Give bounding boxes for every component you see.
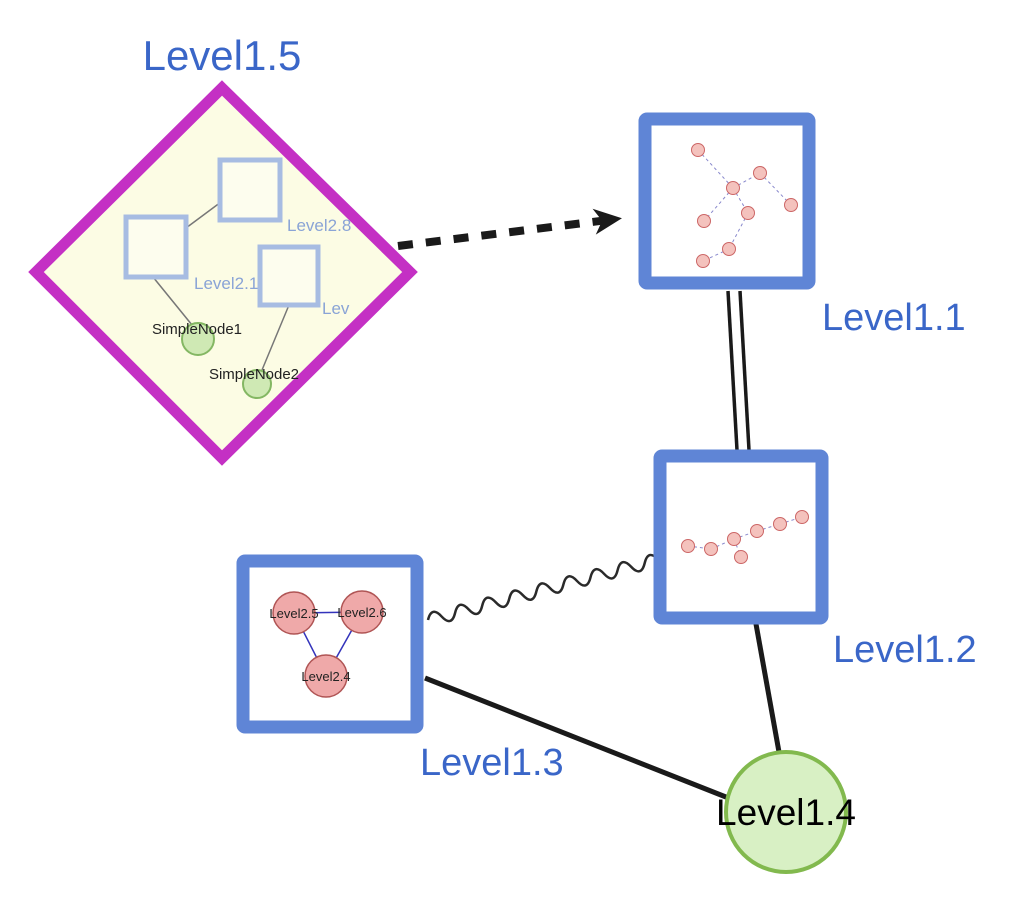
node-simplenode1[interactable] [181,322,215,356]
inner-edge-sq21-simplenode1 [152,276,193,326]
node-level1-4[interactable]: Level1.4 [716,750,856,874]
square-shape-level1-1[interactable] [638,112,816,290]
label-level2-4: Level2.4 [301,669,350,684]
label-level1-4: Level1.4 [716,792,856,833]
label-simplenode2: SimpleNode2 [209,366,299,383]
inner-square-level2-1[interactable] [123,214,189,280]
inner-square-level2-8[interactable] [217,157,283,223]
label-level1-3: Level1.3 [420,742,564,784]
edge-level13-level14[interactable] [424,675,732,802]
inner-edge-sqlev-simplenode2 [261,304,290,371]
node-level1-1[interactable] [638,112,816,290]
node-level2-4[interactable] [304,654,348,698]
double-line-right [738,290,751,451]
label-level2-5: Level2.5 [269,606,318,621]
inner-graph-nodes-level1-2[interactable] [681,510,809,564]
circle-shape-level1-4[interactable] [724,750,848,874]
inner-square-lev[interactable] [257,244,321,308]
square-shape-level1-3[interactable] [236,554,424,734]
inner-square-label-level2-8: Level2.8 [287,216,351,235]
node-level1-3[interactable]: Level2.5 Level2.6 Level2.4 [236,554,424,734]
edge-level11-level12-double-line[interactable] [726,290,751,451]
diamond-shape[interactable] [28,80,418,466]
edge-level15-level11-dashed-arrow[interactable] [397,208,622,250]
node-level2-5[interactable] [272,591,316,635]
label-level2-6: Level2.6 [337,605,386,620]
inner-edge-sq21-sq28 [185,201,222,229]
inner-graph-nodes-level1-1[interactable] [691,143,798,268]
label-level1-5: Level1.5 [143,32,302,79]
node-level1-5-group[interactable]: Level2.8 Level2.1 Lev SimpleNode1 Simple… [28,80,418,466]
inner-square-label-lev: Lev [322,299,350,318]
label-simplenode1: SimpleNode1 [152,321,242,338]
node-simplenode2[interactable] [242,369,272,399]
inner-square-label-level2-1: Level2.1 [194,274,258,293]
label-level1-2: Level1.2 [833,629,977,671]
label-level1-1: Level1.1 [822,297,966,339]
node-level1-2[interactable] [653,449,829,625]
double-line-left [726,290,739,451]
edge-level12-level14[interactable] [753,623,782,753]
node-level2-6[interactable] [340,590,384,634]
edge-level13-level12-wavy[interactable] [426,553,660,626]
